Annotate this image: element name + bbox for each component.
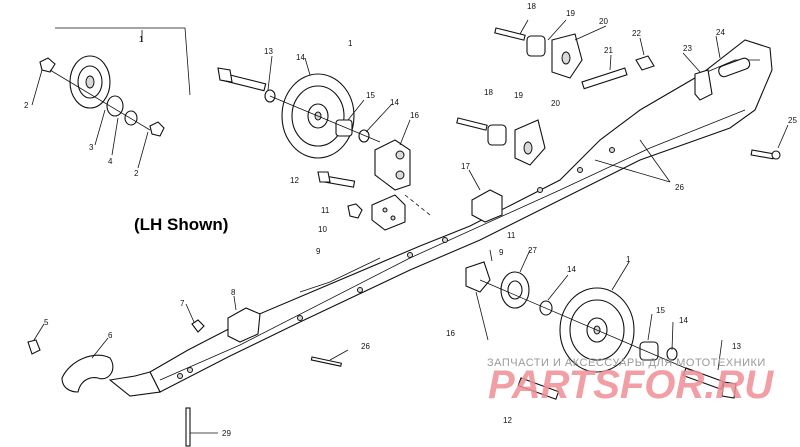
callout-3: 3 (89, 143, 94, 152)
callout-7: 7 (180, 299, 185, 308)
callout-27: 27 (528, 246, 537, 255)
callout-15-top: 15 (366, 91, 375, 100)
callout-20-mid: 20 (551, 99, 560, 108)
callout-labels: 1 1 1 2 2 3 4 5 6 7 8 9 9 10 11 11 12 12… (24, 2, 797, 438)
callout-8: 8 (231, 288, 236, 297)
callout-12-bottom: 12 (503, 416, 512, 425)
front-clip (694, 69, 781, 160)
bumper-block (471, 189, 503, 223)
callout-9-right: 9 (499, 248, 504, 257)
callout-29: 29 (222, 429, 231, 438)
watermark-tagline: ЗАПЧАСТИ И АКСЕССУАРЫ ДЛЯ МОТОТЕХНИКИ (487, 357, 766, 369)
callout-1-idler-bottom: 1 (626, 255, 631, 264)
callout-5: 5 (44, 318, 49, 327)
callout-15-bottom: 15 (656, 306, 665, 315)
callout-26-right: 26 (675, 183, 684, 192)
idler-wheel-group-upper-left (39, 27, 191, 137)
middle-spring-bushing-group (456, 117, 546, 166)
callout-23: 23 (683, 44, 692, 53)
callout-4: 4 (108, 157, 113, 166)
callout-13-top: 13 (264, 47, 273, 56)
callout-16-top: 16 (410, 111, 419, 120)
callout-24: 24 (716, 28, 725, 37)
callout-25: 25 (788, 116, 797, 125)
callout-2-bottom: 2 (134, 169, 139, 178)
callout-9-left: 9 (316, 247, 321, 256)
callout-18-top: 18 (527, 2, 536, 11)
callout-19-mid: 19 (514, 91, 523, 100)
callout-19-top: 19 (566, 9, 575, 18)
view-caption: (LH Shown) (134, 215, 228, 234)
callout-1-idler-top: 1 (348, 39, 353, 48)
callout-22: 22 (632, 29, 641, 38)
callout-14-bottom-left: 14 (567, 265, 576, 274)
callout-16-bottom: 16 (446, 329, 455, 338)
callout-21: 21 (604, 46, 613, 55)
callout-14-top-mid: 14 (390, 98, 399, 107)
callout-14-top-left: 14 (296, 53, 305, 62)
callout-14-bottom-right: 14 (679, 316, 688, 325)
callout-12-left: 12 (290, 176, 299, 185)
watermark: ЗАПЧАСТИ И АКСЕССУАРЫ ДЛЯ МОТОТЕХНИКИ PA… (487, 357, 774, 407)
suspension-rail (108, 39, 773, 397)
leader-lines (31, 19, 789, 434)
callout-1-group: 1 (139, 35, 144, 44)
callout-20-top: 20 (599, 17, 608, 26)
callout-2-top: 2 (24, 101, 29, 110)
lower-left-parts (27, 307, 342, 447)
callout-13-bottom: 13 (732, 342, 741, 351)
idler-wheel-lower (465, 261, 737, 400)
upper-spring-bushing-group (494, 27, 655, 90)
callout-6: 6 (108, 331, 113, 340)
callout-17: 17 (461, 162, 470, 171)
watermark-logo: PARTSFOR.RU (488, 363, 774, 407)
callout-10: 10 (318, 225, 327, 234)
idler-wheel-upper (217, 67, 381, 159)
callout-18-mid: 18 (484, 88, 493, 97)
bracket-upper (317, 139, 431, 231)
callout-11-left: 11 (321, 206, 330, 215)
callout-11-right: 11 (507, 231, 516, 240)
callout-26-bottom: 26 (361, 342, 370, 351)
